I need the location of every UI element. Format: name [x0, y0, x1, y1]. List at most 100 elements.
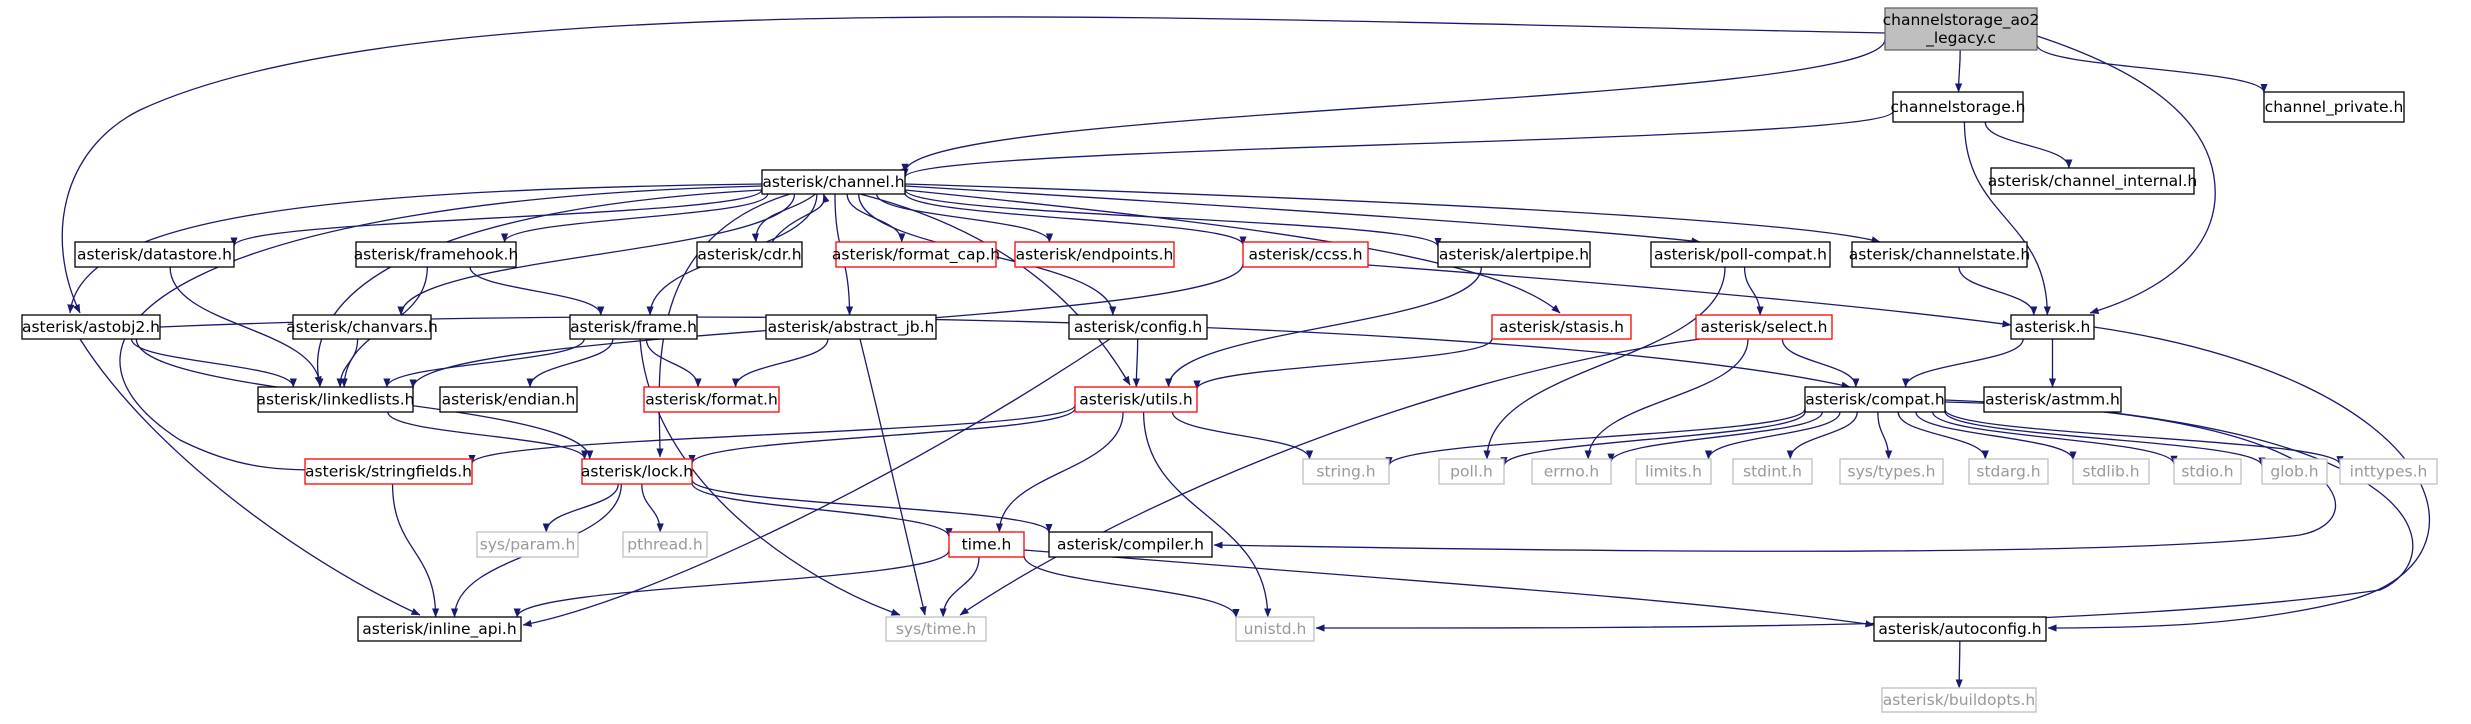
node-cdr[interactable]: asterisk/cdr.h: [696, 241, 803, 268]
edge-compat-to-glob_h: [1944, 411, 2266, 467]
edge-utils-to-unistd_h: [1142, 411, 1272, 618]
edge-compat-to-unistd_h: [1315, 399, 2414, 632]
edge-pollcompat-to-poll_h: [1483, 266, 1726, 460]
node-format[interactable]: asterisk/format.h: [643, 386, 780, 413]
node-stdint_h[interactable]: stdint.h: [1732, 458, 1813, 485]
node-pollcompat[interactable]: asterisk/poll-compat.h: [1650, 241, 1831, 268]
node-stringfields[interactable]: asterisk/stringfields.h: [304, 458, 473, 485]
node-label-string_h: string.h: [1316, 463, 1375, 481]
node-systime_h[interactable]: sys/time.h: [885, 616, 987, 642]
node-limits_h[interactable]: limits.h: [1635, 458, 1712, 485]
node-label-utils: asterisk/utils.h: [1079, 391, 1192, 409]
edge-lock-to-pthread_h: [641, 483, 664, 533]
node-glob_h[interactable]: glob.h: [2261, 458, 2328, 485]
node-config[interactable]: asterisk/config.h: [1068, 314, 1208, 340]
node-utils[interactable]: asterisk/utils.h: [1074, 386, 1198, 413]
node-linkedlists[interactable]: asterisk/linkedlists.h: [257, 386, 415, 413]
edge-lock-to-sysparam_h: [542, 483, 619, 533]
node-compat[interactable]: asterisk/compat.h: [1804, 386, 1946, 413]
node-abstract_jb[interactable]: asterisk/abstract_jb.h: [765, 314, 937, 340]
node-frame[interactable]: asterisk/frame.h: [569, 314, 698, 340]
node-label-compat: asterisk/compat.h: [1805, 391, 1944, 409]
edge-select-to-errno_h: [1584, 338, 1749, 460]
node-box-pthread_h: [622, 531, 708, 558]
node-box-stdio_h: [2173, 458, 2242, 485]
edge-channel-to-endpoints: [876, 193, 1054, 243]
node-channelstorage[interactable]: channelstorage.h: [1891, 91, 2026, 123]
node-unistd_h[interactable]: unistd.h: [1235, 616, 1315, 642]
edge-channel-to-astobj2: [67, 183, 763, 314]
node-buildopts[interactable]: asterisk/buildopts.h: [1881, 687, 2037, 713]
node-inttypes_h[interactable]: inttypes.h: [2339, 458, 2438, 485]
node-box-endian: [439, 386, 578, 413]
edge-channelstorage-to-channel_internal: [1984, 121, 2073, 169]
node-select[interactable]: asterisk/select.h: [1695, 314, 1833, 340]
node-label-endian: asterisk/endian.h: [442, 391, 576, 409]
node-stasis[interactable]: asterisk/stasis.h: [1491, 314, 1632, 340]
node-inline_api[interactable]: asterisk/inline_api.h: [357, 616, 522, 642]
node-alertpipe[interactable]: asterisk/alertpipe.h: [1437, 241, 1591, 268]
node-errno_h[interactable]: errno.h: [1531, 458, 1612, 485]
edge-autoconfig-to-buildopts: [1955, 640, 1963, 689]
node-label-framehook: asterisk/framehook.h: [354, 246, 519, 264]
node-stdio_h[interactable]: stdio.h: [2173, 458, 2242, 485]
node-stdarg_h[interactable]: stdarg.h: [1968, 458, 2049, 485]
node-label-stdint_h: stdint.h: [1743, 463, 1802, 481]
edge-alertpipe-to-utils: [1165, 266, 1483, 388]
node-framehook[interactable]: asterisk/framehook.h: [354, 241, 519, 268]
node-string_h[interactable]: string.h: [1302, 458, 1390, 485]
node-label-asterisk: asterisk.h: [2015, 318, 2091, 336]
node-box-utils: [1074, 386, 1198, 413]
edge-compat-to-stdint_h: [1786, 411, 1858, 460]
edge-channel-to-alertpipe: [904, 189, 1442, 247]
node-label-format_cap: asterisk/format_cap.h: [832, 246, 1000, 265]
node-root[interactable]: channelstorage_ao2_legacy.c: [1883, 7, 2040, 51]
node-box-stdint_h: [1732, 458, 1813, 485]
edge-abstract_jb-to-format: [731, 338, 829, 388]
node-box-systypes_h: [1839, 458, 1944, 485]
node-endian[interactable]: asterisk/endian.h: [439, 386, 578, 413]
node-label-endpoints: asterisk/endpoints.h: [1016, 246, 1174, 264]
node-systypes_h[interactable]: sys/types.h: [1839, 458, 1944, 485]
node-astobj2[interactable]: asterisk/astobj2.h: [21, 314, 161, 340]
nodes-layer: channelstorage_ao2_legacy.c channelstorag…: [21, 7, 2438, 713]
node-channelstate[interactable]: asterisk/channelstate.h: [1849, 241, 2031, 268]
edge-frame-to-format: [645, 338, 702, 388]
node-lock[interactable]: asterisk/lock.h: [581, 458, 693, 485]
node-asterisk[interactable]: asterisk.h: [2010, 314, 2095, 340]
node-label-poll_h: poll.h: [1450, 463, 1493, 481]
node-channel_internal[interactable]: asterisk/channel_internal.h: [1988, 167, 2197, 195]
node-box-inttypes_h: [2339, 458, 2438, 485]
node-time_h[interactable]: time.h: [948, 531, 1025, 558]
node-channel[interactable]: asterisk/channel.h: [761, 169, 906, 195]
node-box-root: [1884, 7, 2038, 51]
edge-select-to-compat: [1781, 338, 1860, 388]
node-ccss[interactable]: asterisk/ccss.h: [1242, 241, 1369, 268]
edge-channel-to-lock: [656, 193, 791, 458]
node-box-frame: [569, 314, 698, 340]
node-poll_h[interactable]: poll.h: [1438, 458, 1505, 485]
edge-channelstorage-to-asterisk: [1963, 121, 2051, 316]
node-channel_private[interactable]: channel_private.h: [2263, 91, 2405, 123]
node-box-buildopts: [1881, 687, 2037, 713]
node-astmm[interactable]: asterisk/astmm.h: [1983, 386, 2122, 413]
node-endpoints[interactable]: asterisk/endpoints.h: [1014, 241, 1175, 268]
node-autoconfig[interactable]: asterisk/autoconfig.h: [1873, 616, 2047, 642]
node-box-linkedlists: [257, 386, 414, 413]
node-box-compiler: [1048, 531, 1213, 558]
node-label-cdr: asterisk/cdr.h: [697, 246, 801, 264]
node-label-chanvars: asterisk/chanvars.h: [286, 318, 438, 336]
node-sysparam_h[interactable]: sys/param.h: [476, 531, 579, 558]
node-format_cap[interactable]: asterisk/format_cap.h: [832, 241, 1000, 268]
node-label-root: _legacy.c: [1925, 29, 1996, 48]
node-box-endpoints: [1014, 241, 1175, 268]
edge-time_h-to-unistd_h: [1023, 555, 1240, 619]
node-chanvars[interactable]: asterisk/chanvars.h: [286, 314, 438, 340]
edge-compat-to-compiler: [1213, 401, 2337, 552]
node-datastore[interactable]: asterisk/datastore.h: [74, 241, 235, 268]
node-box-select: [1695, 314, 1833, 340]
node-compiler[interactable]: asterisk/compiler.h: [1048, 531, 1213, 558]
node-pthread_h[interactable]: pthread.h: [622, 531, 708, 558]
node-stdlib_h[interactable]: stdlib.h: [2072, 458, 2150, 485]
